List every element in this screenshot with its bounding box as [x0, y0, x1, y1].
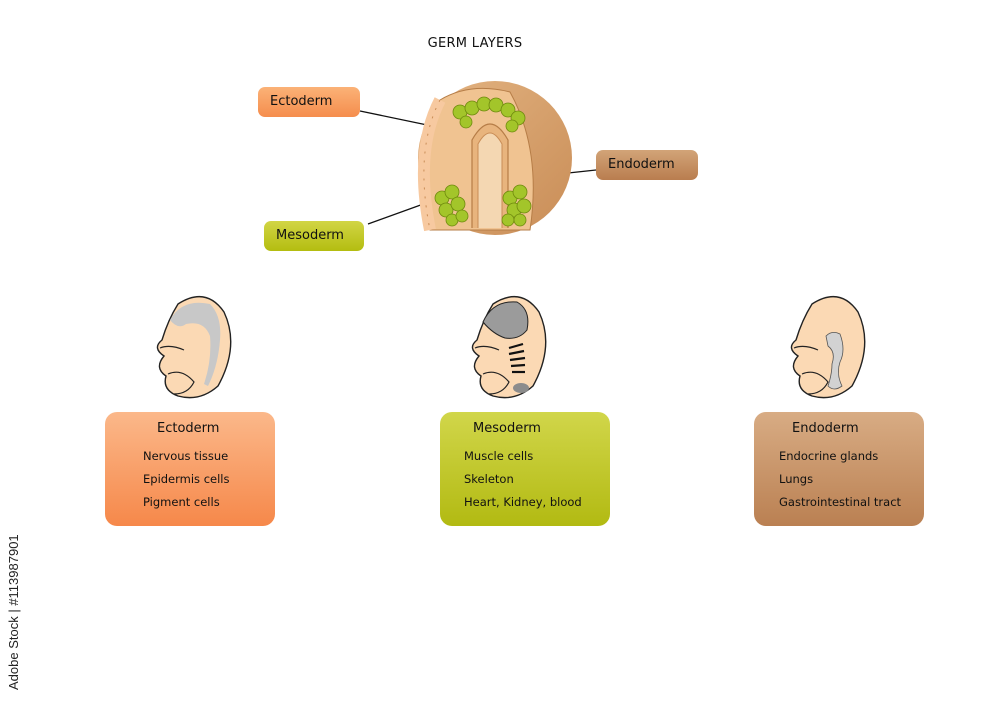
endoderm-tag: Endoderm — [596, 150, 698, 180]
ectoderm-derivatives-list: Nervous tissue Epidermis cells Pigment c… — [105, 449, 275, 509]
embryo-leg — [482, 371, 510, 395]
list-item: Gastrointestinal tract — [779, 495, 902, 509]
ectoderm-cell-layer — [417, 97, 446, 232]
ectoderm-box-title: Ectoderm — [157, 421, 220, 436]
mesoderm-tag: Mesoderm — [264, 221, 364, 251]
mesoderm-box-title: Mesoderm — [473, 421, 541, 436]
embryo-mesoderm-illustration — [471, 295, 547, 399]
ectoderm-leader-line — [359, 110, 433, 127]
list-item: Heart, Kidney, blood — [464, 495, 582, 509]
endoderm-derivatives-list: Endocrine glands Lungs Gastrointestinal … — [754, 449, 924, 509]
embryo-arm — [159, 345, 185, 351]
ribs-skeleton — [508, 342, 526, 374]
neural-tissue-gray — [170, 302, 221, 386]
list-item: Muscle cells — [464, 449, 534, 463]
ectoderm-info-box: Ectoderm Nervous tissue Epidermis cells … — [105, 412, 275, 526]
stock-watermark-id: Adobe Stock | #113987901 — [6, 534, 21, 690]
list-item: Nervous tissue — [143, 449, 229, 463]
kidney-gray — [513, 383, 529, 393]
embryo-endoderm-illustration — [790, 295, 866, 399]
embryo-leg — [801, 371, 829, 395]
list-item: Epidermis cells — [143, 472, 230, 486]
list-item: Endocrine glands — [779, 449, 879, 463]
mesoderm-cells-top — [452, 96, 526, 133]
diagram-title: GERM LAYERS — [427, 36, 523, 51]
embryo-arm — [793, 345, 819, 351]
mesoderm-cells-right — [501, 184, 532, 227]
ectoderm-tag: Ectoderm — [258, 87, 360, 117]
endoderm-box-title: Endoderm — [792, 421, 859, 436]
list-item: Lungs — [779, 472, 814, 486]
gut-tube-gray — [825, 332, 844, 390]
list-item: Skeleton — [464, 472, 514, 486]
mesoderm-info-box: Mesoderm Muscle cells Skeleton Heart, Ki… — [440, 412, 610, 526]
embryo-leg — [167, 371, 195, 395]
embryo-ectoderm-illustration — [156, 295, 232, 399]
gastrula-illustration — [417, 81, 572, 235]
endoderm-cell-layer — [477, 132, 503, 228]
endoderm-info-box: Endoderm Endocrine glands Lungs Gastroin… — [754, 412, 924, 526]
mesoderm-cells-left — [434, 184, 469, 227]
embryo-arm — [474, 345, 500, 351]
list-item: Pigment cells — [143, 495, 220, 509]
mesoderm-derivatives-list: Muscle cells Skeleton Heart, Kidney, blo… — [440, 449, 610, 509]
head-mesoderm-gray — [482, 301, 529, 339]
